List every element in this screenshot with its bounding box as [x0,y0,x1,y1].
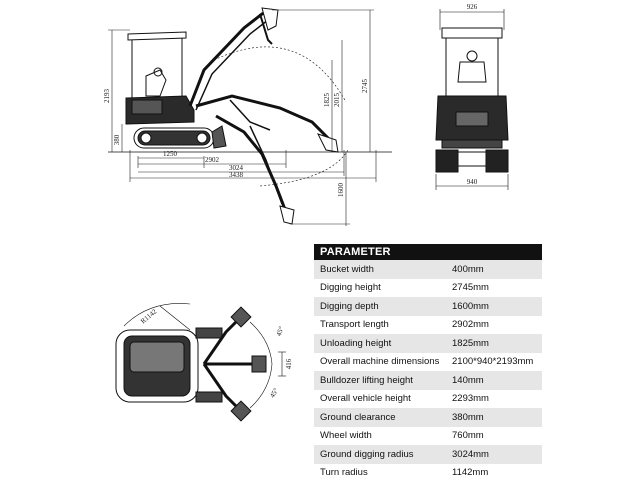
parameter-table: PARAMETER Bucket width 400mm Digging hei… [314,244,542,482]
param-value: 2100*940*2193mm [444,353,542,372]
param-value: 760mm [444,427,542,446]
param-value: 1142mm [444,464,542,482]
overall-height-label: 2193 [103,89,111,104]
digging-depth-label: 1600 [337,183,345,198]
param-name: Bucket width [314,260,444,279]
param-name: Unloading height [314,334,444,353]
table-row: Bulldozer lifting height 140mm [314,371,542,390]
transport-length-label: 2902 [205,156,220,164]
track-length-label: 1250 [163,150,178,158]
digging-height-label: 2745 [361,79,369,94]
overall-length-label: 3438 [229,171,244,179]
lift-height-label: 2015 [333,93,341,108]
table-row: Digging height 2745mm [314,279,542,298]
table-row: Wheel width 760mm [314,427,542,446]
param-name: Ground digging radius [314,445,444,464]
param-name: Overall machine dimensions [314,353,444,372]
param-name: Ground clearance [314,408,444,427]
table-row: Ground clearance 380mm [314,408,542,427]
parameter-table-title: PARAMETER [314,244,542,260]
param-value: 140mm [444,371,542,390]
top-width-label: 926 [467,3,478,11]
param-name: Overall vehicle height [314,390,444,409]
param-name: Transport length [314,316,444,335]
table-row: Overall machine dimensions 2100*940*2193… [314,353,542,372]
param-value: 2902mm [444,316,542,335]
param-value: 380mm [444,408,542,427]
unloading-height-label: 1825 [323,93,331,108]
swing-right-angle-label: 45° [268,387,280,400]
table-row: Turn radius 1142mm [314,464,542,482]
param-name: Wheel width [314,427,444,446]
table-row: Digging depth 1600mm [314,297,542,316]
turn-radius-label: R1142 [139,307,159,325]
table-row: Unloading height 1825mm [314,334,542,353]
track-width-label: 940 [467,178,478,186]
param-name: Digging depth [314,297,444,316]
param-value: 3024mm [444,445,542,464]
side-view [108,8,392,224]
offset-label: 416 [285,358,293,369]
table-row: Ground digging radius 3024mm [314,445,542,464]
param-value: 1825mm [444,334,542,353]
table-row: Overall vehicle height 2293mm [314,390,542,409]
table-row: Bucket width 400mm [314,260,542,279]
param-name: Digging height [314,279,444,298]
front-view [436,9,508,190]
param-name: Turn radius [314,464,444,482]
param-name: Bulldozer lifting height [314,371,444,390]
ground-clearance-label: 380 [113,134,121,145]
param-value: 400mm [444,260,542,279]
param-value: 2293mm [444,390,542,409]
table-row: Transport length 2902mm [314,316,542,335]
param-value: 1600mm [444,297,542,316]
param-value: 2745mm [444,279,542,298]
swing-left-angle-label: 45° [275,325,286,337]
